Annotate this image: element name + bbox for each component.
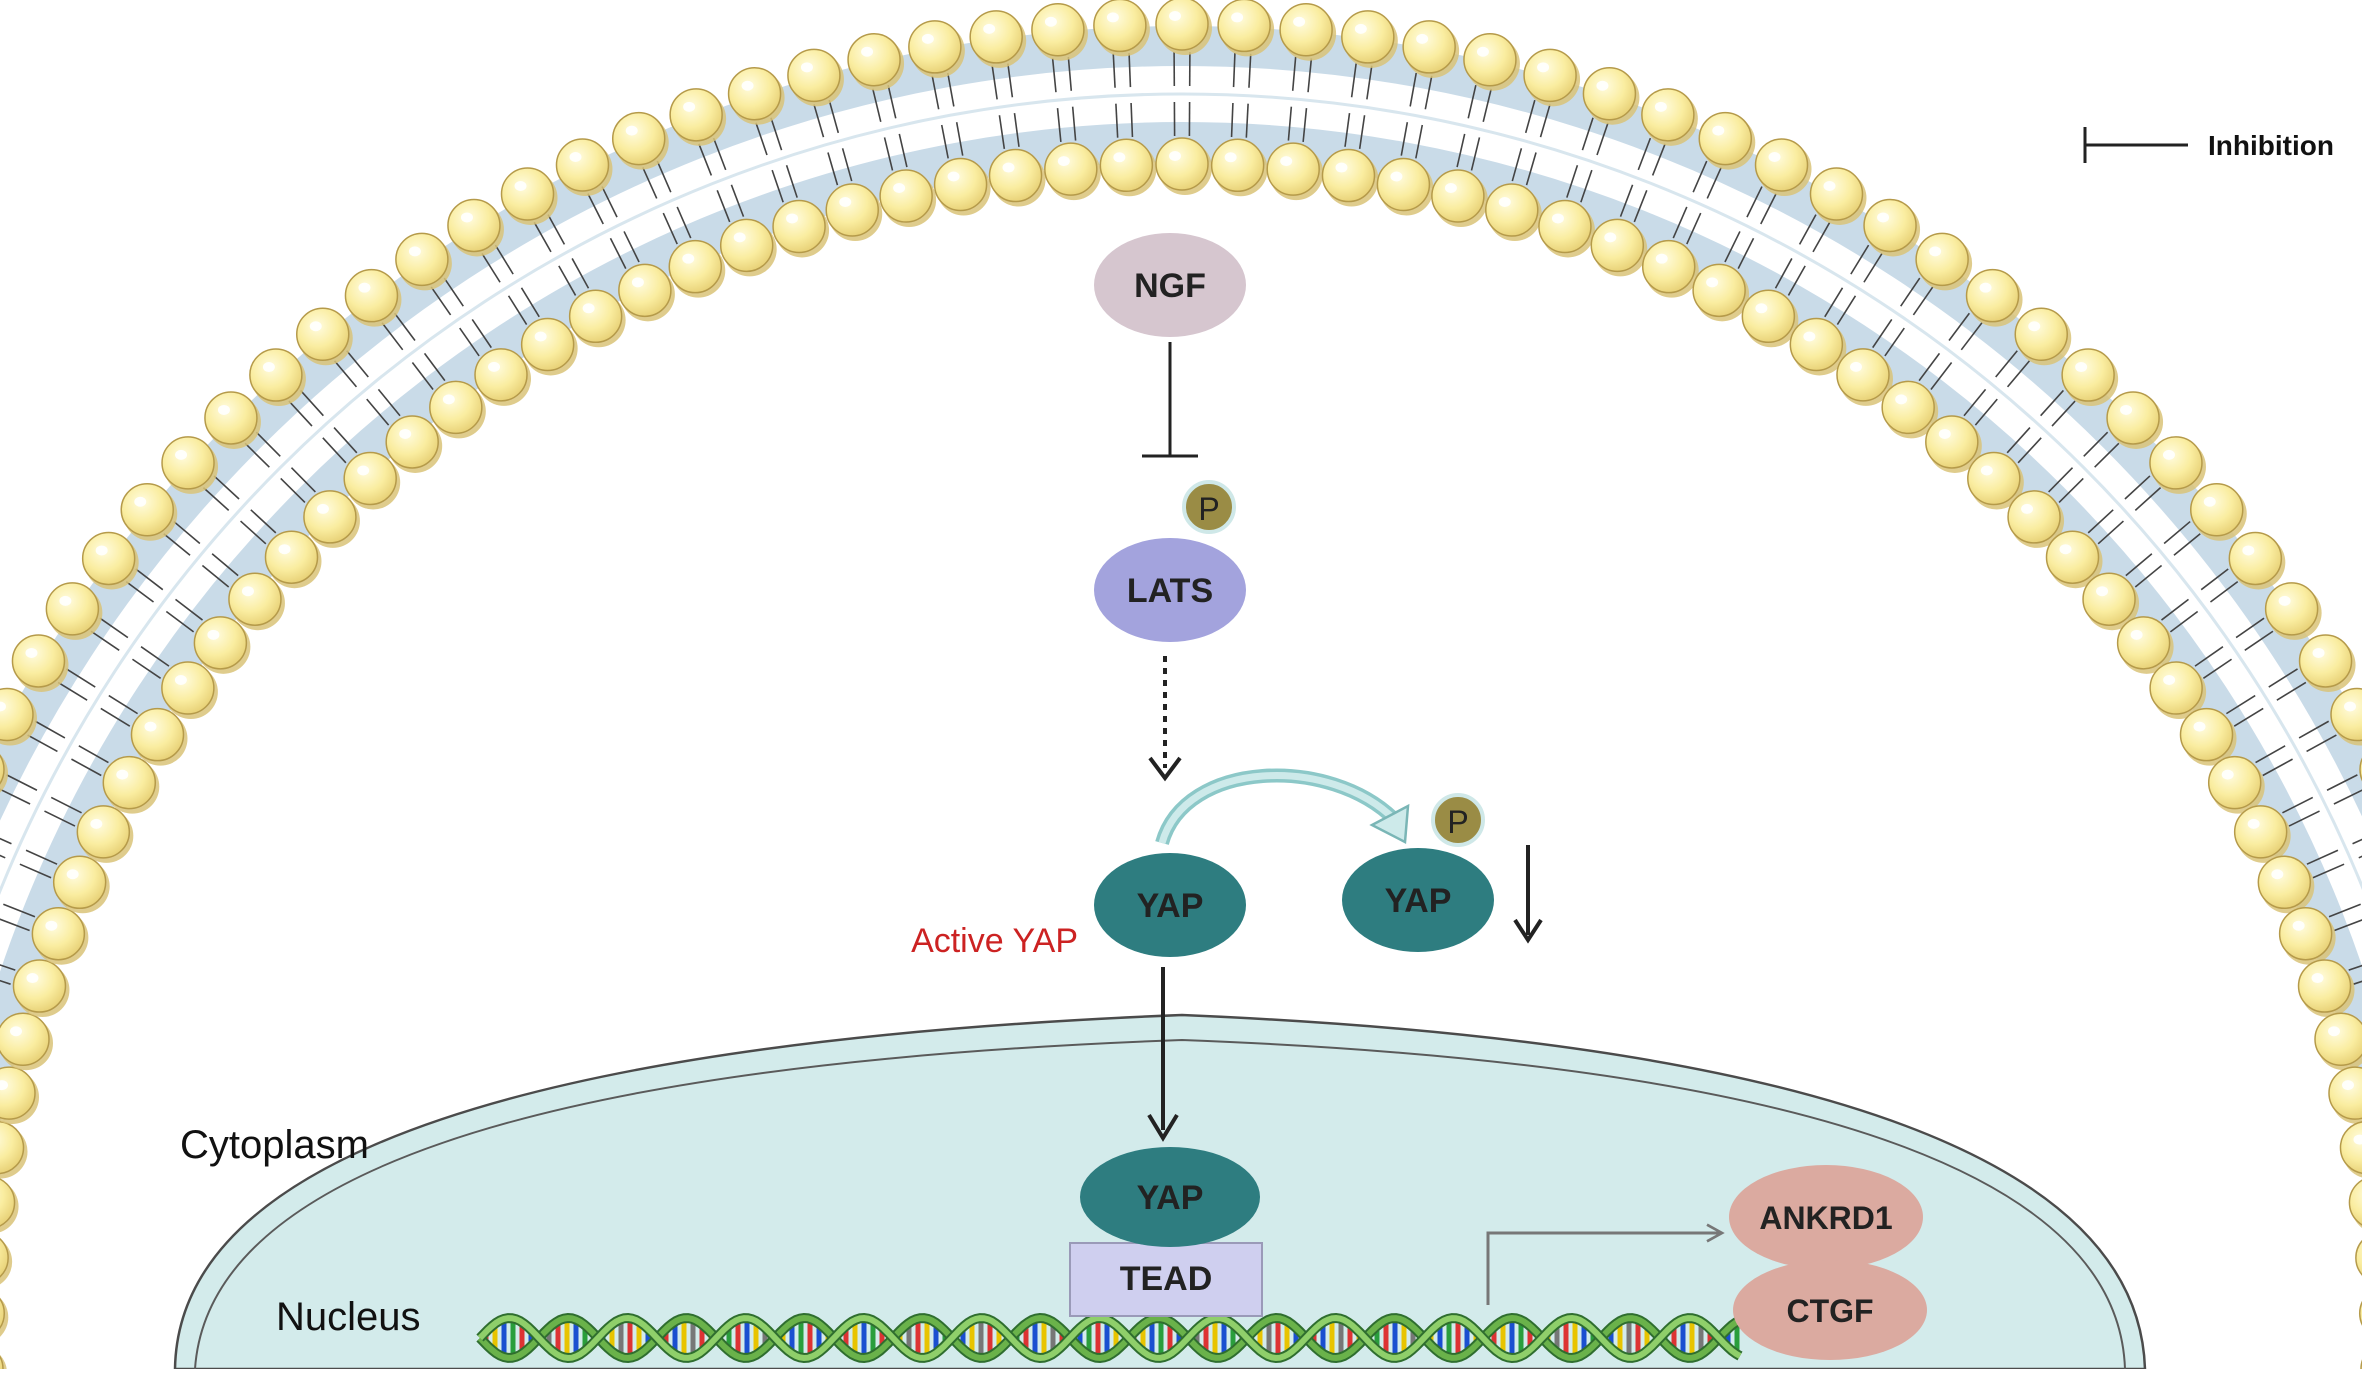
yap-active-node: YAP Active YAP — [911, 853, 1246, 960]
ctgf-label: CTGF — [1786, 1293, 1873, 1329]
lats-phospho-label: P — [1198, 491, 1219, 527]
legend-inhibition: Inhibition — [2085, 127, 2334, 163]
active-yap-annotation: Active YAP — [911, 922, 1078, 960]
lats-node: LATS P — [1094, 482, 1246, 642]
tead-label: TEAD — [1120, 1260, 1213, 1298]
decrease-arrow — [1515, 845, 1541, 940]
lats-label: LATS — [1127, 572, 1213, 610]
ngf-inhibits-lats-edge — [1142, 342, 1198, 456]
lats-to-yap-edge — [1150, 656, 1180, 778]
ctgf-node: CTGF — [1733, 1260, 1927, 1360]
ankrd1-node: ANKRD1 — [1729, 1165, 1923, 1269]
yap-active-label: YAP — [1137, 887, 1204, 925]
legend-inhibition-label: Inhibition — [2208, 130, 2334, 161]
yap-phosphorylation-edge — [1162, 776, 1408, 843]
yap-phospho-node: YAP P — [1342, 795, 1494, 952]
ngf-node: NGF — [1094, 233, 1246, 337]
tead-node: TEAD — [1070, 1243, 1262, 1316]
nucleus-label: Nucleus — [276, 1295, 421, 1339]
ankrd1-label: ANKRD1 — [1759, 1200, 1892, 1236]
yap-nuclear-label: YAP — [1137, 1179, 1204, 1217]
cytoplasm-label: Cytoplasm — [180, 1123, 369, 1167]
ngf-label: NGF — [1134, 267, 1206, 305]
yap-phospho-label: YAP — [1385, 882, 1452, 920]
yap-phospho-tag: P — [1447, 804, 1468, 840]
yap-nuclear-node: YAP — [1080, 1147, 1260, 1247]
